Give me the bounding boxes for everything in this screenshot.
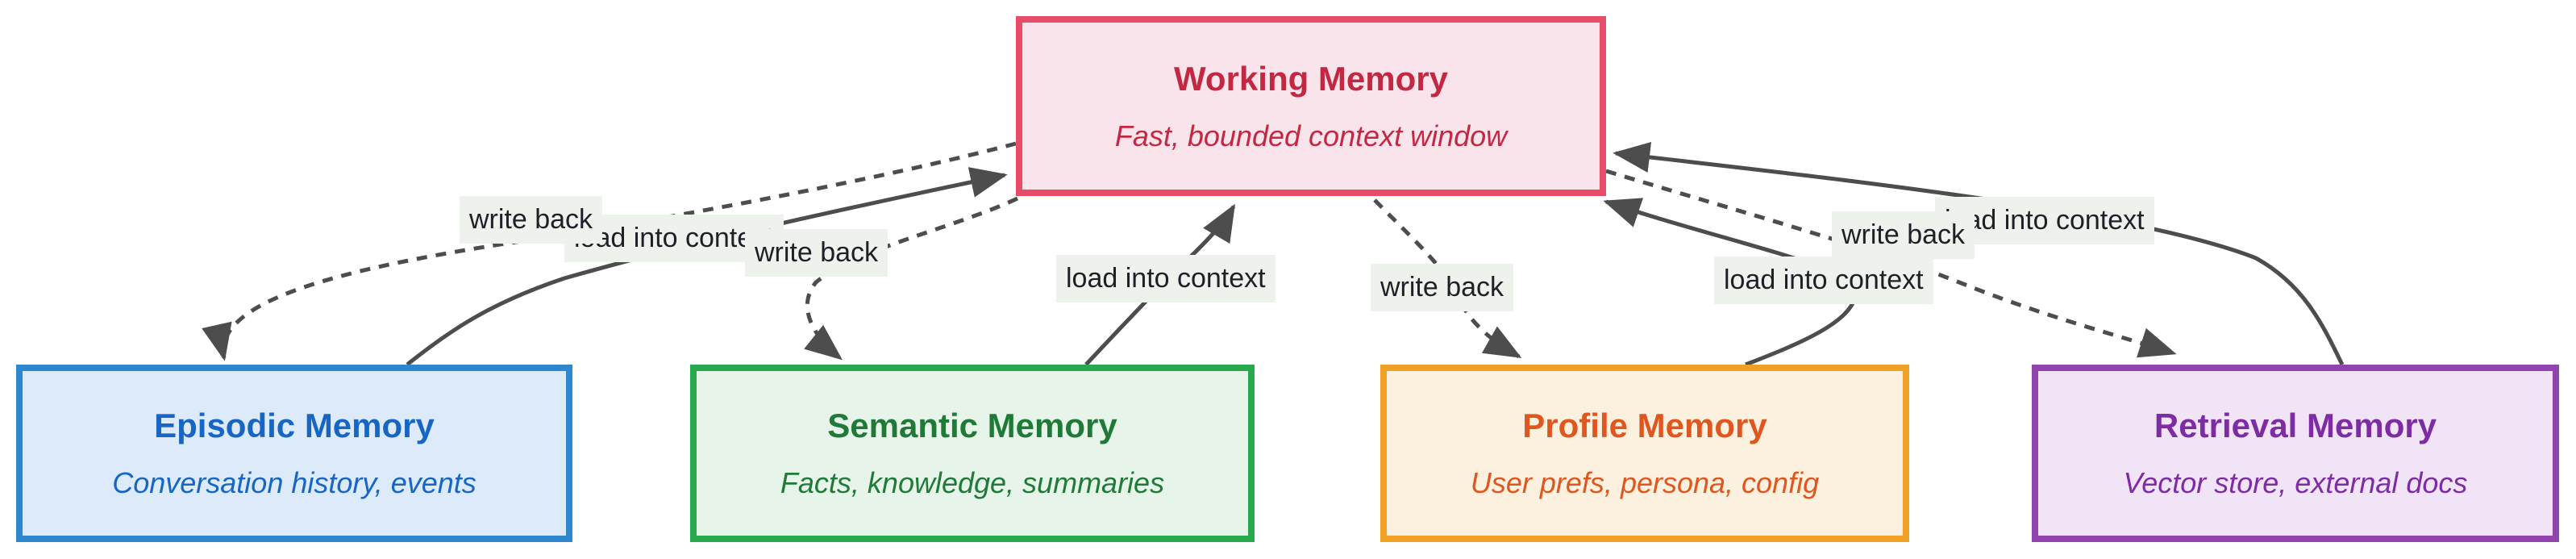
node-subtitle: User prefs, persona, config [1470,466,1820,499]
edge-label-write-back-semantic: write back [745,229,888,277]
edge-label-write-back-episodic: write back [460,196,603,244]
node-semantic-memory: Semantic Memory Facts, knowledge, summar… [690,365,1255,542]
edge-label-load-into-context-profile: load into context [1714,257,1933,304]
node-retrieval-memory: Retrieval Memory Vector store, external … [2032,365,2559,542]
node-profile-memory: Profile Memory User prefs, persona, conf… [1380,365,1909,542]
edge-label-write-back-profile: write back [1371,264,1514,311]
edge-working-to-semantic-write-back [804,196,1019,361]
node-working-memory: Working Memory Fast, bounded context win… [1016,16,1606,196]
node-episodic-memory: Episodic Memory Conversation history, ev… [16,365,572,542]
node-title: Profile Memory [1522,407,1767,444]
node-subtitle: Conversation history, events [112,466,476,499]
edge-label-load-into-context-semantic: load into context [1056,255,1276,302]
node-title: Working Memory [1174,59,1448,98]
edge-label-write-back-retrieval: write back [1832,211,1975,259]
node-subtitle: Fast, bounded context window [1114,119,1508,152]
node-title: Retrieval Memory [2154,407,2437,444]
node-subtitle: Vector store, external docs [2123,466,2468,499]
node-title: Semantic Memory [827,407,1117,444]
node-title: Episodic Memory [154,407,435,444]
node-subtitle: Facts, knowledge, summaries [780,466,1165,499]
edge-working-to-retrieval-write-back [1605,169,2177,358]
